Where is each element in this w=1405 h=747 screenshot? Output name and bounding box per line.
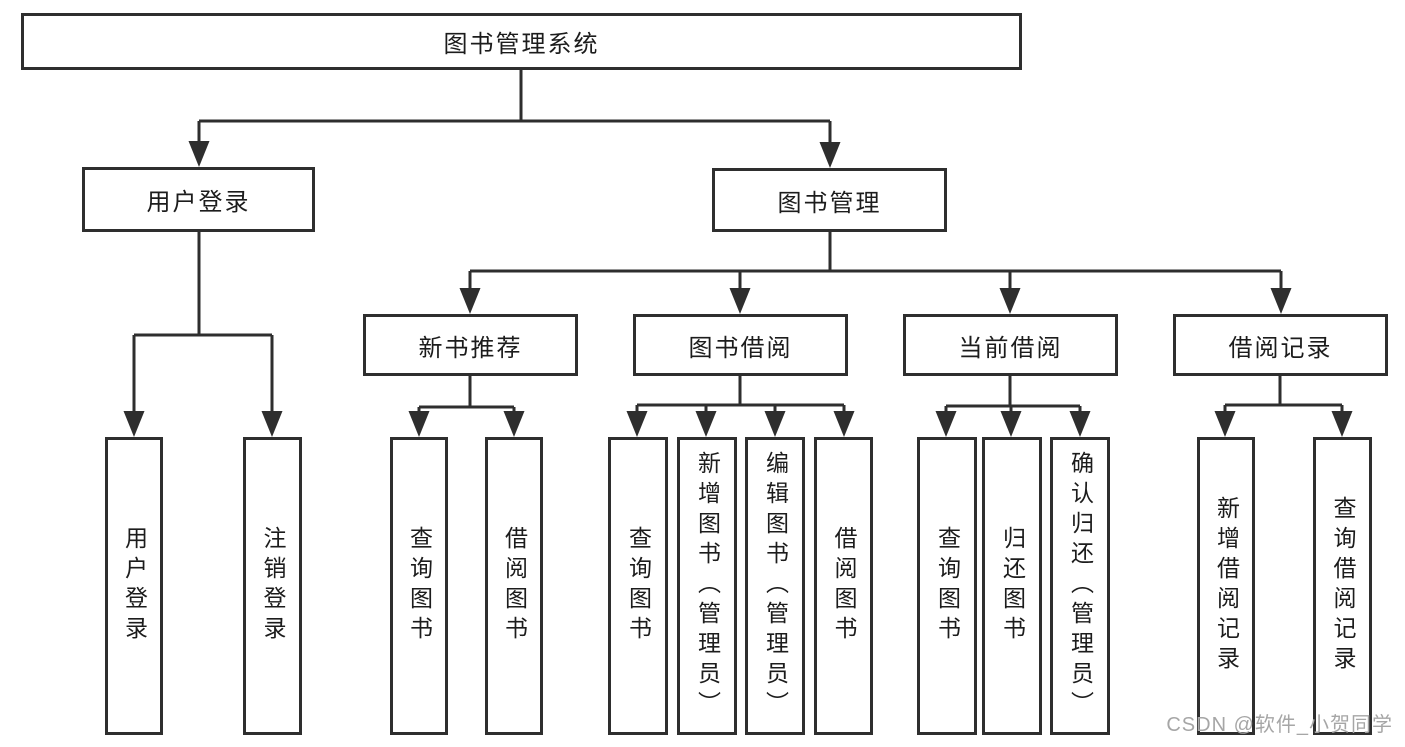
leaf-add-books-admin: 新增图书（管理员） (677, 437, 737, 735)
node-current-borrowing: 当前借阅 (903, 314, 1118, 376)
leaf-add-borrow-record: 新增借阅记录 (1197, 437, 1255, 735)
node-borrowing-records: 借阅记录 (1173, 314, 1388, 376)
leaf-confirm-return-admin: 确认归还（管理员） (1050, 437, 1110, 735)
leaf-logout: 注销登录 (243, 437, 302, 735)
node-book-borrowing: 图书借阅 (633, 314, 848, 376)
csdn-watermark: CSDN @软件_小贺同学 (1166, 714, 1393, 736)
leaf-borrow-books-recommend: 借阅图书 (485, 437, 543, 735)
leaf-query-borrow-record: 查询借阅记录 (1313, 437, 1372, 735)
node-book-management: 图书管理 (712, 168, 947, 232)
leaf-return-books: 归还图书 (982, 437, 1042, 735)
leaf-query-books-borrow: 查询图书 (608, 437, 668, 735)
leaf-borrow-books: 借阅图书 (814, 437, 873, 735)
leaf-query-books-recommend: 查询图书 (390, 437, 448, 735)
leaf-query-books-current: 查询图书 (917, 437, 977, 735)
arrowheads (123, 141, 1353, 437)
node-user-login: 用户登录 (82, 167, 315, 232)
node-new-book-recommend: 新书推荐 (363, 314, 578, 376)
leaf-user-login: 用户登录 (105, 437, 163, 735)
node-library-system: 图书管理系统 (21, 13, 1022, 70)
leaf-edit-books-admin: 编辑图书（管理员） (745, 437, 805, 735)
